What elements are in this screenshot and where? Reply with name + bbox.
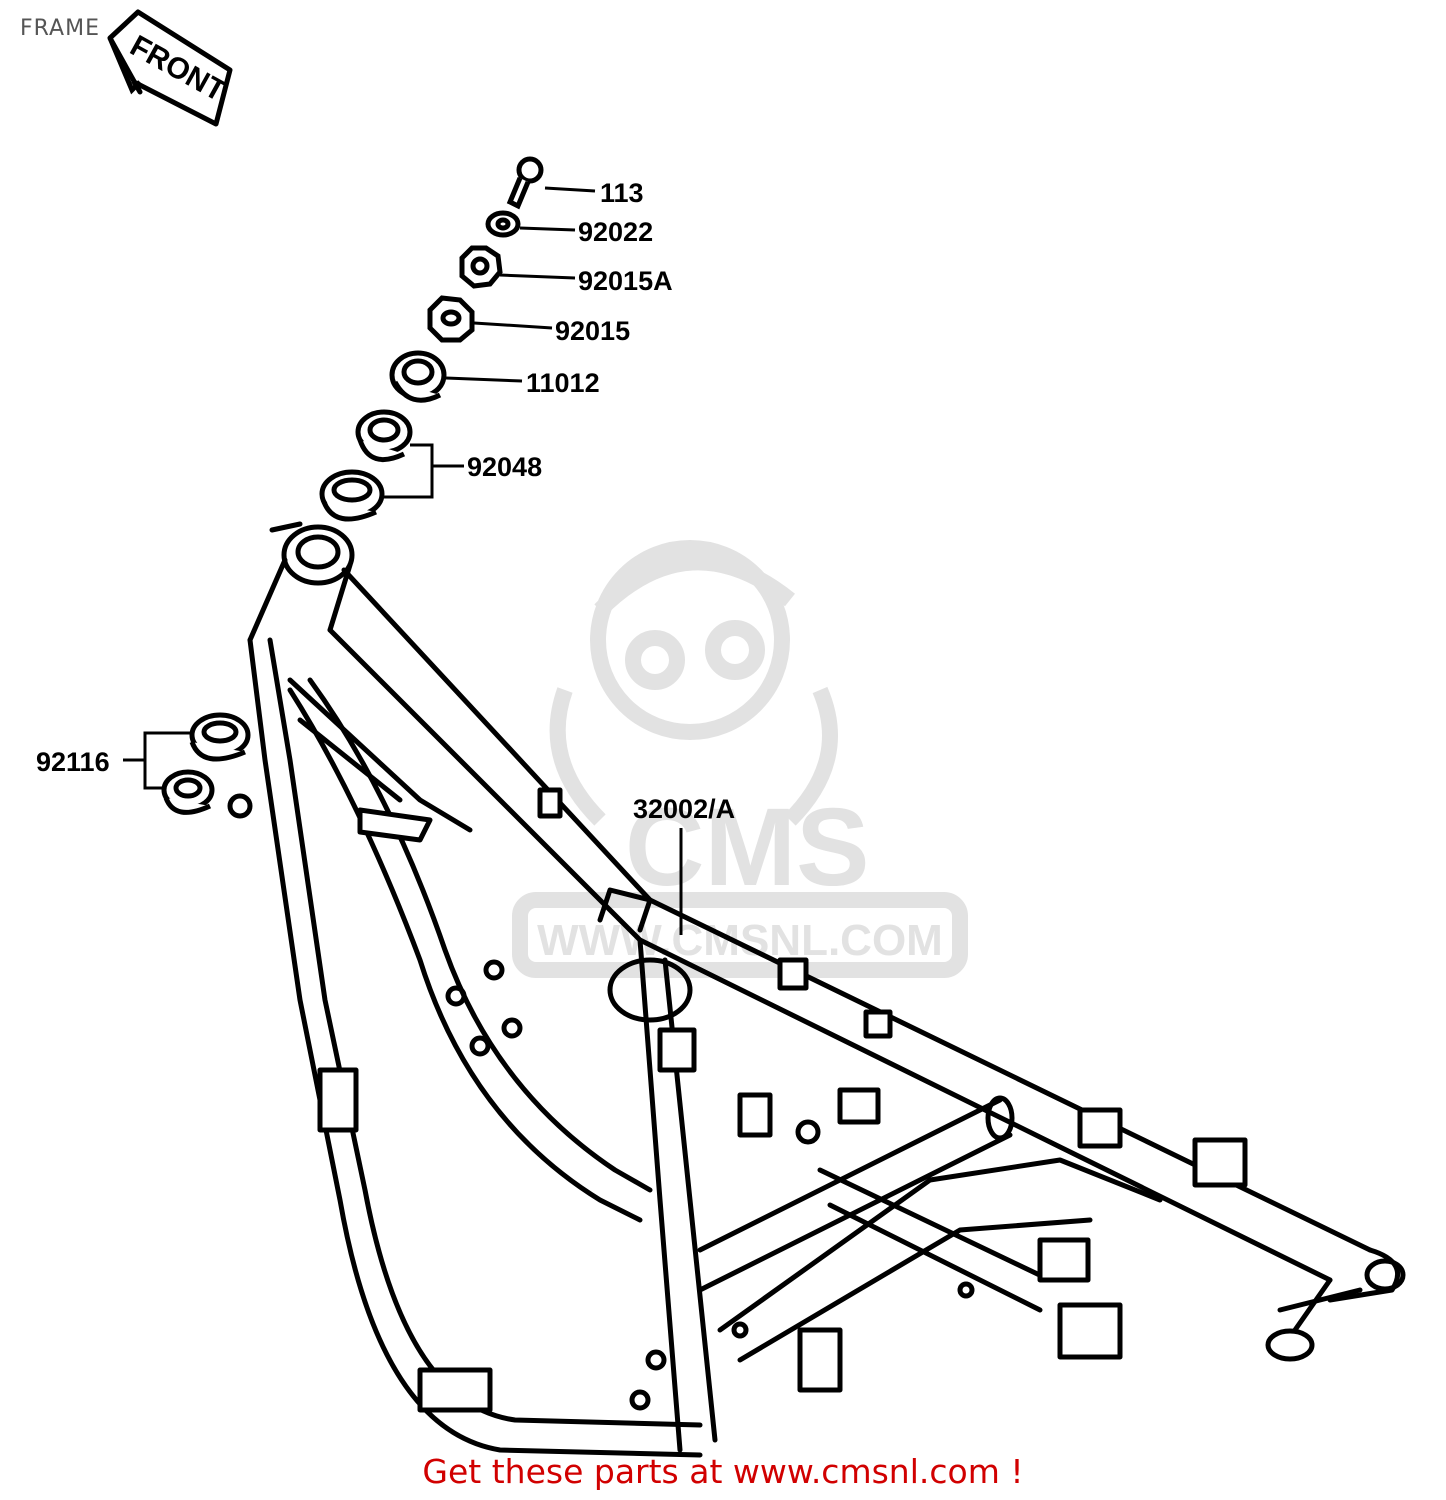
nut-92015a xyxy=(459,245,503,289)
bolt-113 xyxy=(506,156,544,210)
part-label-92015a: 92015A xyxy=(578,266,673,296)
watermark-brand: CMS xyxy=(625,786,869,909)
promo-link[interactable]: Get these parts at www.cmsnl.com ! xyxy=(422,1452,1024,1491)
page-title: FRAME xyxy=(20,16,100,41)
front-arrow-icon: FRONT xyxy=(107,9,233,127)
part-label-92116: 92116 xyxy=(36,747,110,777)
part-label-11012: 11012 xyxy=(526,368,600,398)
frame-32002-a xyxy=(227,521,1406,1458)
promo-footer[interactable]: Get these parts at www.cmsnl.com ! xyxy=(0,1452,1446,1491)
watermark-url: WWW.CMSNL.COM xyxy=(537,916,943,965)
cap-11012 xyxy=(389,350,447,403)
part-label-32002-a: 32002/A xyxy=(633,794,735,824)
part-label-113: 113 xyxy=(600,178,644,208)
washer-92022 xyxy=(485,210,521,238)
cms-watermark-logo xyxy=(512,540,968,978)
lower-bearing-92116 xyxy=(161,712,251,815)
part-label-92048: 92048 xyxy=(467,452,542,482)
part-label-92022: 92022 xyxy=(578,217,653,247)
part-label-92015: 92015 xyxy=(555,316,630,346)
nut-92015 xyxy=(427,295,475,343)
upper-bearing-92048 xyxy=(319,409,413,522)
